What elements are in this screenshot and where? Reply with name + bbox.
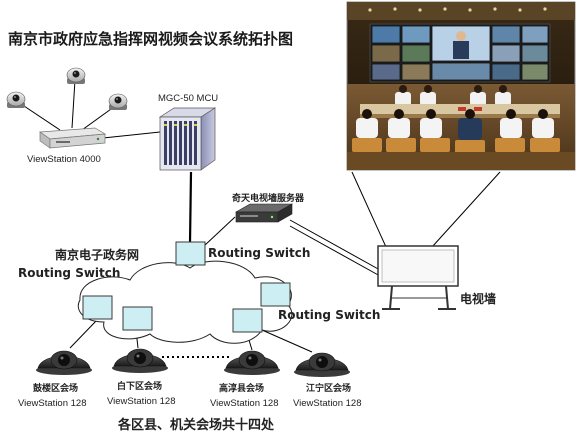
tv-wall-server (234, 203, 294, 223)
viewstation-128-unit-4 (294, 352, 350, 377)
label-venue-3-model: ViewStation 128 (210, 398, 279, 409)
label-venue-1-model: ViewStation 128 (18, 398, 87, 409)
viewstation-128-unit-2 (112, 348, 168, 373)
routing-switch-mid-left (122, 306, 153, 331)
label-venue-2-name: 白下区会场 (117, 382, 163, 392)
tv-wall-display (377, 245, 459, 310)
label-tv-wall-server: 奇天电视墙服务器 (232, 194, 305, 204)
label-routing-switch-right: Routing Switch (278, 308, 381, 322)
routing-switch-core (175, 241, 206, 266)
routing-switch-left (82, 295, 113, 320)
routing-switch-right (260, 282, 291, 307)
ptz-camera-right (108, 93, 128, 110)
mcu-chassis (158, 107, 217, 171)
routing-switch-mid-right (232, 308, 263, 333)
footer-caption: 各区县、机关会场共十四处 (118, 418, 275, 433)
viewstation-128-unit-3 (224, 350, 280, 375)
ptz-camera-left (6, 91, 26, 108)
label-venue-3-name: 高淳县会场 (219, 384, 265, 394)
viewstation-128-unit-1 (36, 350, 92, 375)
label-egov-network: 南京电子政务网 (55, 248, 140, 262)
label-venue-1-name: 鼓楼区会场 (33, 384, 79, 394)
routing-switches (82, 241, 291, 333)
conference-room-photo (346, 1, 576, 171)
viewstation-4000-unit (38, 127, 107, 149)
label-routing-switch-core: Routing Switch (208, 246, 311, 260)
label-viewstation-4000: ViewStation 4000 (27, 154, 101, 165)
label-tv-wall: 电视墙 (460, 292, 497, 306)
label-venue-4-model: ViewStation 128 (293, 398, 362, 409)
diagram-title: 南京市政府应急指挥网视频会议系统拓扑图 (8, 30, 294, 48)
label-mcu: MGC-50 MCU (158, 93, 219, 104)
label-routing-switch-left: Routing Switch (18, 266, 121, 280)
ptz-camera-top (66, 67, 86, 84)
label-venue-2-model: ViewStation 128 (107, 396, 176, 407)
label-venue-4-name: 江宁区会场 (306, 384, 352, 394)
